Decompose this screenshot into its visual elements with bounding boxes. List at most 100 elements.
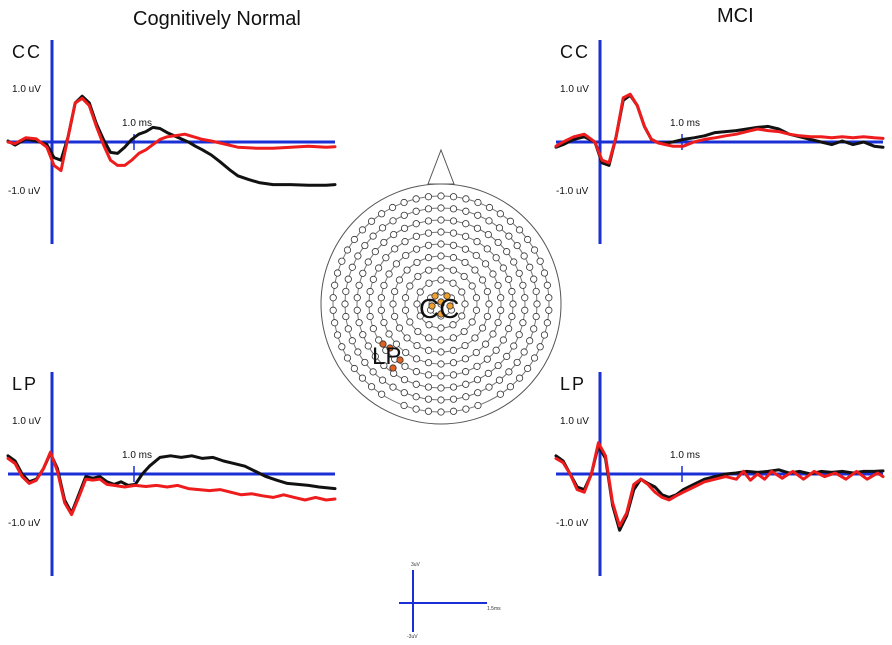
electrode <box>521 294 529 302</box>
electrode <box>485 300 493 308</box>
electrode <box>462 368 470 376</box>
electrode <box>402 251 410 260</box>
electrode <box>412 195 420 203</box>
scale-bar-right-label: 1.5ms <box>487 606 501 612</box>
electrode <box>496 390 504 398</box>
electrode <box>471 334 479 342</box>
electrode <box>350 235 358 244</box>
electrode <box>424 229 433 237</box>
electrode <box>354 348 362 356</box>
scale-bar-svg <box>399 570 487 632</box>
electrode <box>461 258 469 267</box>
electrode <box>499 264 507 272</box>
electrode <box>437 264 445 272</box>
electrode <box>385 270 393 278</box>
electrode <box>361 241 369 250</box>
electrode-lp-highlight <box>389 364 397 372</box>
electrode-lp-highlight <box>396 356 404 364</box>
electrode <box>460 272 468 281</box>
electrode <box>513 241 521 250</box>
electrode <box>412 368 420 376</box>
electrode <box>485 383 493 391</box>
region-label: CC <box>12 42 42 62</box>
electrode <box>375 336 383 344</box>
electrode <box>530 354 539 362</box>
electrode <box>496 210 504 218</box>
electrode <box>401 238 409 246</box>
electrode <box>526 263 534 271</box>
electrode <box>458 312 466 320</box>
electrode <box>508 287 516 296</box>
electrode <box>358 374 367 382</box>
electrode-cc-highlight <box>428 302 436 310</box>
electrode <box>494 361 502 370</box>
nose-marker <box>427 148 455 185</box>
electrode <box>392 260 401 268</box>
electrode <box>359 269 367 277</box>
electrode <box>449 266 457 274</box>
electrode <box>348 337 356 345</box>
electrode <box>503 248 511 256</box>
electrode <box>481 340 490 348</box>
electrode <box>515 269 523 277</box>
trace-black <box>554 93 885 167</box>
erp-plot-svg <box>6 372 337 576</box>
electrode <box>484 369 492 378</box>
electrode <box>437 252 445 260</box>
electrode <box>471 266 479 274</box>
electrode <box>474 401 482 410</box>
electrode <box>414 272 422 281</box>
electrode <box>462 380 470 388</box>
electrode <box>391 245 399 253</box>
electrode <box>497 294 505 302</box>
electrode <box>519 319 527 327</box>
electrode <box>378 376 387 384</box>
electrode <box>461 341 469 350</box>
electrode <box>412 355 421 363</box>
electrode <box>437 360 445 368</box>
electrode <box>505 325 513 333</box>
electrode <box>505 232 513 240</box>
electrode <box>473 224 482 232</box>
electrode <box>437 204 445 212</box>
electrode <box>329 294 337 302</box>
time-label: 1.0 ms <box>670 450 701 461</box>
electrode <box>519 281 527 289</box>
electrode <box>333 269 342 277</box>
electrode <box>375 264 383 272</box>
electrode <box>380 238 388 247</box>
electrode <box>437 288 445 296</box>
electrode <box>369 368 377 376</box>
electrode <box>505 368 513 376</box>
electrode <box>355 319 363 327</box>
y-positive-label: 1.0 uV <box>12 416 41 427</box>
electrode <box>377 306 385 314</box>
electrode <box>462 393 470 401</box>
electrode <box>403 334 411 342</box>
electrode <box>489 330 497 338</box>
electrode <box>338 343 346 351</box>
electrode <box>403 266 411 274</box>
y-negative-label: -1.0 uV <box>556 186 589 197</box>
electrode <box>510 258 518 266</box>
electrode <box>412 232 420 240</box>
y-positive-label: 1.0 uV <box>12 84 41 95</box>
electrode <box>503 352 511 360</box>
electrode-cc-highlight <box>443 292 451 300</box>
electrode <box>449 346 458 354</box>
electrode <box>378 390 386 398</box>
time-label: 1.0 ms <box>122 450 153 461</box>
electrode <box>483 355 491 363</box>
electrode <box>462 232 470 240</box>
electrode <box>524 364 532 373</box>
electrode <box>481 260 490 268</box>
electrode <box>485 217 493 225</box>
electrode <box>380 361 388 370</box>
electrode <box>449 229 458 237</box>
electrode <box>449 217 458 225</box>
electrode <box>505 275 513 283</box>
electrode <box>437 240 445 248</box>
electrode <box>367 217 376 225</box>
electrode <box>532 312 540 321</box>
